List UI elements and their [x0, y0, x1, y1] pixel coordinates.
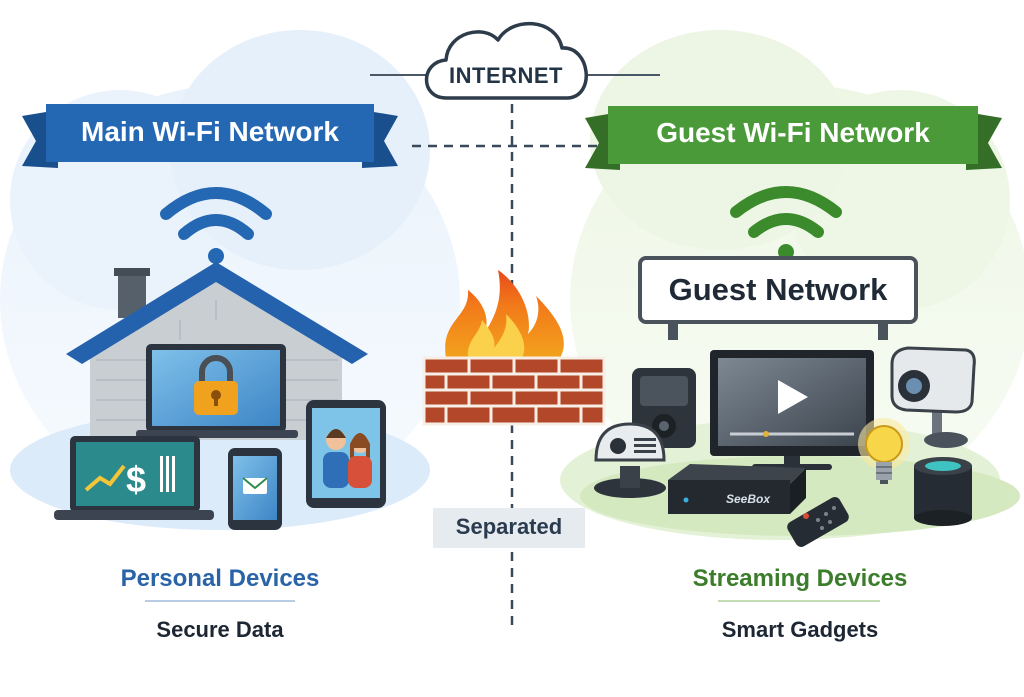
svg-text:$: $: [126, 459, 146, 500]
guest-banner: [585, 106, 1002, 170]
cloud-icon: [424, 21, 588, 100]
guest-network-title: Guest Wi-Fi Network: [656, 117, 930, 148]
camera-dome-icon: [594, 422, 666, 498]
remote-icon: [787, 497, 849, 547]
security-camera-icon: [890, 346, 976, 448]
main-network-title: Main Wi-Fi Network: [81, 116, 339, 147]
lock-icon: [194, 355, 238, 415]
wifi-icon: [160, 187, 272, 264]
tv-icon: [710, 350, 874, 470]
flame-icon: [445, 270, 564, 358]
laptop-icon: [54, 436, 214, 520]
internet-label: INTERNET: [449, 63, 563, 88]
separated-label-box: [433, 508, 585, 548]
set-top-box-icon: [668, 464, 806, 514]
guest-sign: [638, 256, 918, 340]
smart-gadgets-caption: Smart Gadgets: [721, 617, 879, 642]
firewall-icon: [422, 356, 606, 426]
streaming-devices-caption: Streaming Devices: [692, 565, 908, 592]
light-bulb-icon: [858, 418, 910, 484]
main-banner: [22, 104, 398, 168]
tablet-icon: [306, 400, 386, 508]
smart-speaker-icon: [914, 457, 972, 526]
phone-icon: [228, 448, 282, 530]
dollar-sign-icon: $: [126, 459, 146, 500]
separated-label: Separated: [455, 514, 563, 539]
guest-sign-label: Guest Network: [668, 272, 888, 307]
personal-devices-caption: Personal Devices: [120, 565, 320, 592]
secure-data-caption: Secure Data: [156, 617, 284, 642]
set-top-box-brand: SeeBox: [726, 492, 771, 506]
play-icon: [778, 380, 808, 414]
